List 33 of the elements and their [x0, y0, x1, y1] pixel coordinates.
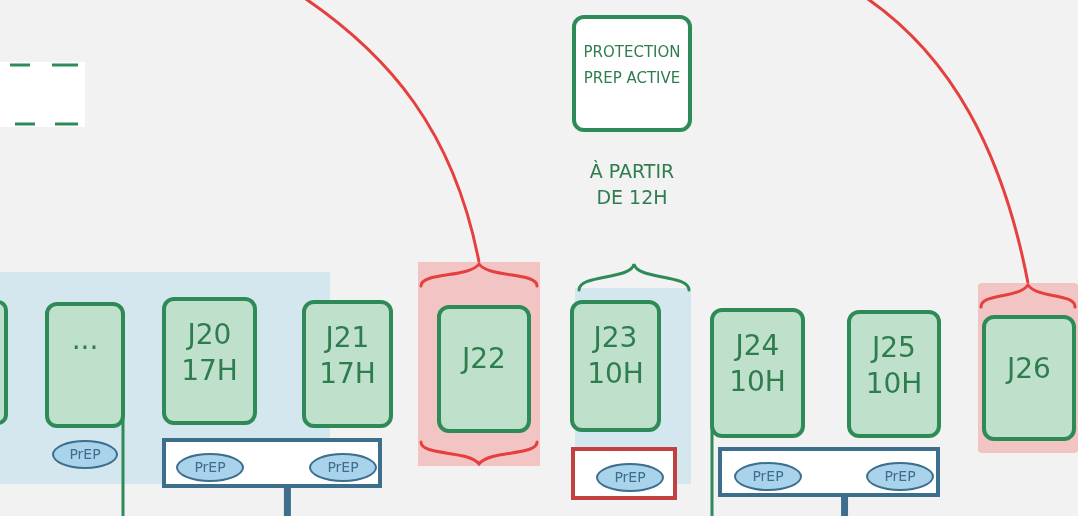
prep-pill: [866, 462, 934, 491]
day-card: [162, 297, 257, 425]
pill-label: PrEP: [884, 467, 916, 486]
pill-label: PrEP: [69, 445, 101, 464]
day-card: [45, 302, 125, 428]
day-label: PROTECTION PREP ACTIVE: [583, 42, 681, 89]
protection-box: [572, 15, 692, 132]
day-card: [570, 300, 661, 432]
day-label: J26: [1007, 351, 1051, 387]
day-label: J20 17H: [180, 317, 239, 389]
day-label: J25 10H: [864, 330, 924, 402]
day-card: [710, 308, 805, 438]
connector-line: [283, 488, 291, 516]
pill-label: PrEP: [614, 468, 646, 487]
pill-label: PrEP: [194, 458, 226, 477]
highlighted-day: [418, 262, 540, 466]
dashed-frame: [0, 62, 85, 127]
prep-pill: [309, 453, 377, 482]
day-label: J24 10H: [728, 328, 787, 400]
prep-frame: [718, 447, 940, 497]
day-label: J22: [462, 341, 506, 377]
day-label: J23 10H: [586, 320, 645, 392]
highlighted-day: [978, 283, 1078, 453]
time-note: À PARTIR DE 12H: [588, 159, 676, 210]
day-card: [302, 300, 393, 428]
prep-frame: [571, 447, 677, 500]
pill-label: PrEP: [752, 467, 784, 486]
prep-frame: [162, 438, 382, 488]
day-label: ...: [70, 322, 100, 358]
pill-label: PrEP: [327, 458, 359, 477]
day-card: [847, 310, 941, 438]
connector-line: [841, 497, 849, 516]
day-label: J21 17H: [318, 320, 377, 392]
